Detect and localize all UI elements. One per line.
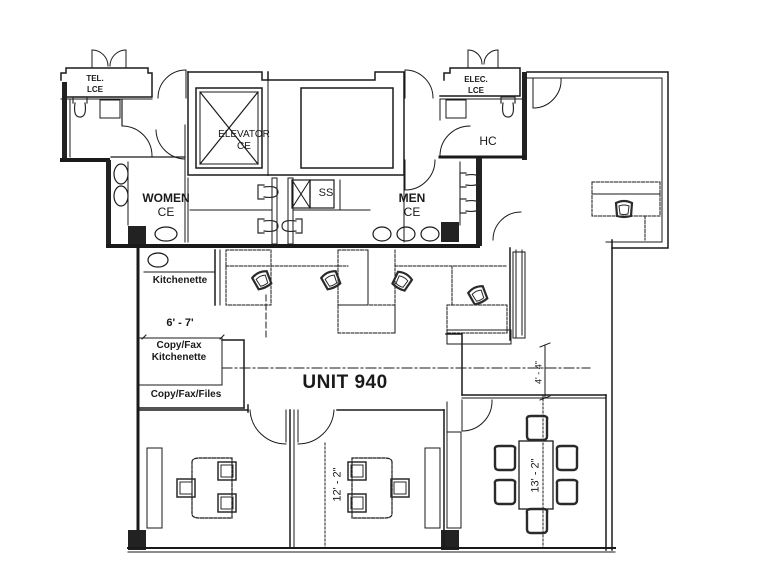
- kitchenette-label: Kitchenette: [152, 275, 208, 286]
- conference-chair-icon: [493, 478, 517, 506]
- office-chair-icon: [347, 493, 367, 513]
- conference-chair-icon: [525, 414, 549, 442]
- door-swings-core: [91, 49, 562, 241]
- open-workstations: [225, 181, 661, 334]
- office-chair-icon: [217, 461, 237, 481]
- copy-fax-kitchenette-label-line1: Copy/Fax: [156, 340, 202, 351]
- restroom-fixtures: [72, 96, 516, 242]
- office-chair-icon: [390, 478, 410, 498]
- office-chair-icon: [250, 268, 274, 292]
- sink-icon: [147, 252, 169, 268]
- office-chair-icon: [466, 283, 490, 307]
- tel-closet-label-line1: TEL.: [86, 74, 104, 83]
- copy-fax-files-label: Copy/Fax/Files: [150, 389, 222, 400]
- copy-fax-kitchenette-label-line2: Kitchenette: [151, 352, 207, 363]
- men-restroom-label-line1: MEN: [398, 191, 426, 205]
- corridor-width-dimension: 4' - 4": [533, 361, 544, 384]
- conference-length-dimension: 13' - 2": [529, 458, 542, 493]
- core-walls: [60, 67, 527, 248]
- unit-title: UNIT 940: [302, 372, 388, 393]
- office-chair-icon: [347, 461, 367, 481]
- elec-closet-label-line2: LCE: [468, 86, 484, 95]
- kitchen-width-dimension: 6' - 7': [166, 317, 194, 329]
- women-restroom-label-line1: WOMEN: [142, 191, 190, 205]
- office-depth-dimension: 12' - 2": [331, 467, 344, 502]
- conference-chair-icon: [555, 444, 579, 472]
- elec-closet-label-line1: ELEC.: [464, 75, 488, 84]
- door-swings-suite: [249, 399, 493, 445]
- dimension-lines: [141, 294, 591, 549]
- office-chair-icon: [389, 268, 415, 294]
- service-sink-label: SS: [318, 187, 334, 199]
- office-chair-icon: [217, 493, 237, 513]
- elevator-label-line1: ELEVATOR: [218, 129, 270, 140]
- elevator-label-line2: CE: [237, 141, 251, 152]
- suite-walls: [127, 71, 669, 553]
- conference-chair-icon: [525, 507, 549, 535]
- tel-closet-label-line2: LCE: [87, 85, 103, 94]
- private-office-desks: [191, 457, 393, 519]
- conference-chair-icon: [555, 478, 579, 506]
- office-chair-icon: [614, 199, 634, 219]
- men-restroom-label-line2: CE: [403, 205, 421, 219]
- hc-restroom-label: HC: [479, 134, 497, 148]
- office-chair-icon: [176, 478, 196, 498]
- conference-chair-icon: [493, 444, 517, 472]
- women-restroom-label-line2: CE: [157, 205, 175, 219]
